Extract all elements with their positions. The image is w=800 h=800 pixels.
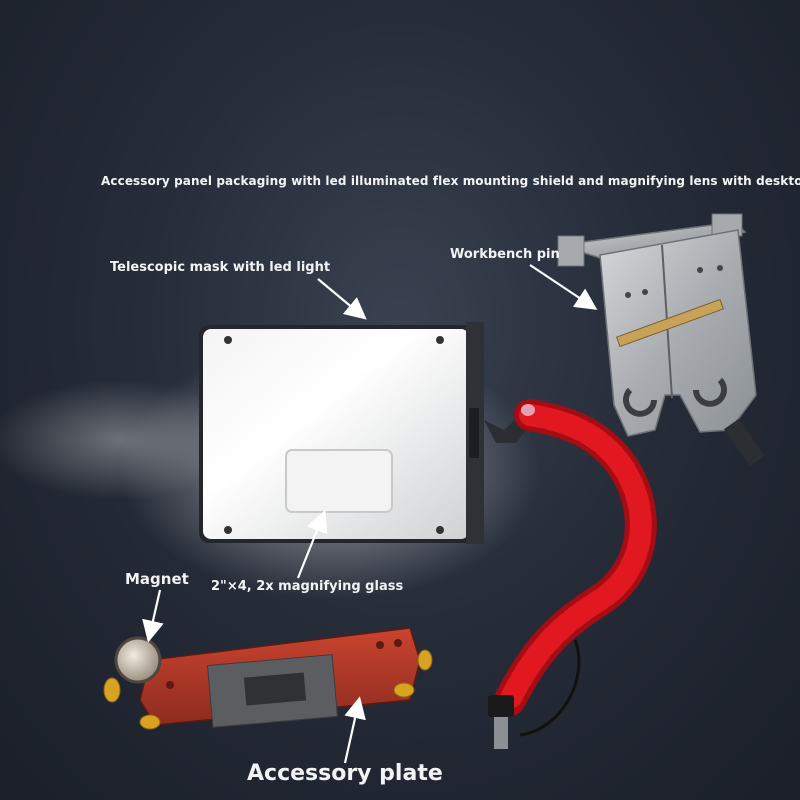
accessory-plate <box>103 627 433 730</box>
workbench-pin <box>557 213 765 467</box>
magnifying-glass <box>285 449 393 513</box>
label-telescopic-mask: Telescopic mask with led light <box>110 260 331 275</box>
arrow-magnet <box>142 589 164 643</box>
callout-arrows <box>142 264 598 764</box>
label-workbench-pin: Workbench pin <box>450 247 560 262</box>
flex-arm <box>488 399 657 749</box>
label-magnifying-glass: 2"×4, 2x magnifying glass <box>211 579 404 594</box>
magnet <box>114 636 162 684</box>
arrow-plate <box>343 696 366 764</box>
arrow-mask <box>317 278 367 320</box>
arrow-pin <box>529 264 598 310</box>
led-mask-panel <box>199 322 530 544</box>
label-magnet: Magnet <box>125 570 189 588</box>
arrow-glass <box>296 509 328 579</box>
light-glow-left <box>0 380 250 500</box>
label-accessory-plate: Accessory plate <box>247 761 443 786</box>
headline-caption: Accessory panel packaging with led illum… <box>101 174 800 188</box>
